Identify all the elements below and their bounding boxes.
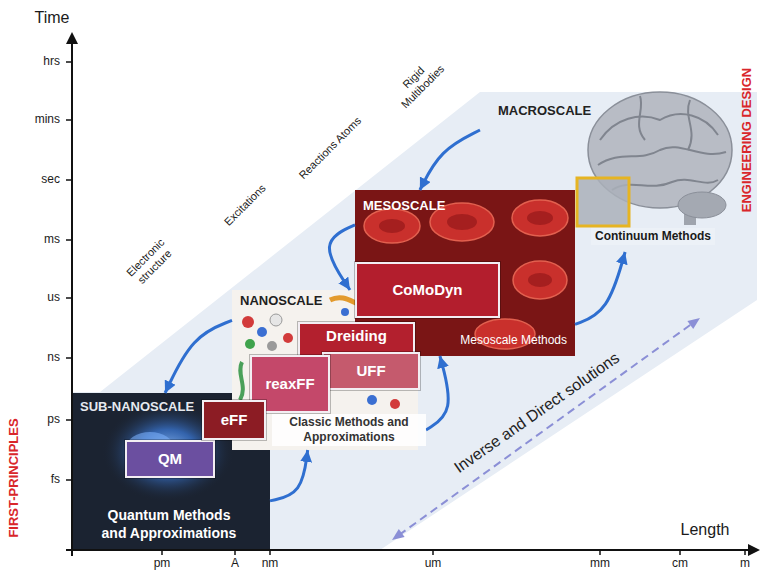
method-box: eFF: [202, 400, 266, 440]
axis-title: Time: [35, 9, 70, 27]
blood-cell-center: [528, 273, 552, 287]
tick: [66, 179, 72, 181]
axis-arrowhead: [66, 32, 78, 44]
atom: [283, 333, 293, 343]
atom: [257, 327, 267, 337]
tick: [66, 357, 72, 359]
regime-label: Excitations: [222, 182, 269, 229]
arrowhead: [687, 318, 700, 329]
scale-heading: MACROSCALE: [498, 103, 591, 119]
method-box: QM: [125, 440, 215, 478]
time-axis: [71, 42, 73, 556]
tick: [599, 550, 601, 555]
regime-label: Reactions Atoms: [296, 114, 363, 181]
blood-cell-center: [527, 211, 553, 225]
scale-heading: NANOSCALE: [240, 293, 322, 309]
tick-label: A: [231, 557, 239, 571]
blood-cell: [364, 209, 420, 243]
atom: [367, 395, 377, 405]
scale-heading: SUB-NANOSCALE: [80, 399, 194, 415]
tick-label: cm: [672, 557, 688, 571]
method-label: QM: [158, 450, 182, 468]
tick-label: ms: [44, 233, 60, 247]
method-label: reaxFF: [265, 375, 314, 393]
blood-cell-center: [379, 219, 405, 233]
tick: [66, 297, 72, 299]
method-box: CoMoDyn: [355, 262, 500, 318]
method-caption: Mesoscale Methods: [460, 333, 567, 348]
atom: [390, 399, 400, 409]
scale-transition-arrow: [420, 130, 480, 190]
overlap-highlight: [577, 178, 629, 226]
scale-band: [72, 92, 757, 550]
tick: [679, 550, 681, 555]
tick-label: m: [740, 557, 750, 571]
scale-panel: MACROSCALE Continuum Methods: [480, 95, 735, 252]
tick: [234, 550, 236, 555]
process-label: Inverse and Direct solutions: [451, 349, 623, 477]
scale-transition-arrow: [575, 252, 625, 324]
atom: [270, 314, 282, 326]
tick-label: fs: [51, 473, 60, 487]
atom: [242, 316, 254, 328]
brain-fold: [598, 147, 726, 165]
method-caption: Continuum Methods: [591, 228, 715, 245]
tick: [66, 419, 72, 421]
tick-label: um: [425, 557, 442, 571]
scale-transition-arrow: [270, 450, 308, 501]
regime-label: Rigid Multibodies: [387, 51, 449, 113]
tick: [66, 119, 72, 121]
tick-label: pm: [154, 557, 171, 571]
blood-cell-center: [447, 214, 477, 230]
tick: [66, 479, 72, 481]
tick-label: ns: [47, 351, 60, 365]
axis-end-label: ENGINEERING DESIGN: [740, 68, 755, 212]
brain-fold: [688, 100, 692, 150]
length-axis: [66, 549, 750, 551]
axis-title: Length: [681, 521, 730, 539]
tick: [161, 550, 163, 555]
scale-transition-arrow: [426, 356, 448, 430]
scale-heading: MESOSCALE: [363, 198, 445, 214]
atom: [267, 341, 277, 351]
method-label: UFF: [356, 362, 385, 380]
tick-label: ps: [47, 413, 60, 427]
blood-cell: [513, 261, 567, 299]
tick-label: mins: [35, 113, 60, 127]
atom: [341, 308, 349, 316]
tick-label: hrs: [43, 55, 60, 69]
atom: [245, 339, 255, 349]
axis-ticks: [66, 62, 745, 555]
tick: [744, 550, 746, 555]
tick-label: us: [47, 291, 60, 305]
axis-end-label: FIRST-PRINCIPLES: [7, 418, 22, 537]
method-label: Dreiding: [326, 327, 387, 345]
arrowhead: [392, 529, 405, 540]
scale-transition-arrow: [165, 320, 232, 393]
tick: [432, 550, 434, 555]
tick: [66, 61, 72, 63]
protein-ribbon: [240, 362, 243, 400]
scale-transition-arrow: [329, 225, 355, 290]
tick: [269, 550, 271, 555]
axis-arrowhead: [748, 544, 760, 556]
brain-fold: [600, 114, 718, 140]
inverse-direct-arrow: [399, 323, 693, 535]
method-box: UFF: [322, 352, 420, 390]
method-caption: Classic Methods and Approximations: [272, 414, 426, 446]
regime-label: Electronic structure: [119, 231, 181, 293]
brain-fold: [639, 96, 645, 140]
method-label: CoMoDyn: [393, 281, 463, 299]
method-caption: Quantum Methods and Approximations: [94, 507, 244, 542]
tick: [66, 239, 72, 241]
tick-label: nm: [262, 557, 279, 571]
method-label: eFF: [221, 411, 248, 429]
tick-label: mm: [590, 557, 610, 571]
cerebellum: [678, 192, 726, 218]
blood-cell: [512, 200, 568, 236]
tick-label: sec: [41, 173, 60, 187]
sub-nanoscale-picture: [72, 393, 270, 550]
